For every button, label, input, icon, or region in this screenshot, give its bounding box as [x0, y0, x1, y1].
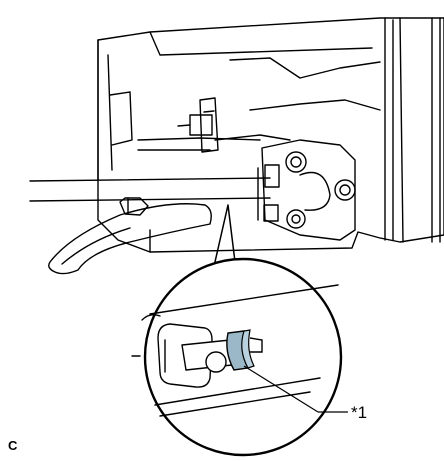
main-housing — [97, 17, 444, 253]
lever-housing — [257, 139, 356, 241]
cable-hose — [48, 203, 212, 275]
rod-clip — [119, 197, 149, 216]
callout-pointer — [211, 204, 237, 276]
control-rod — [29, 177, 271, 202]
callout-label: *1 — [351, 403, 367, 422]
end-cap — [384, 17, 441, 243]
corner-code: C — [8, 438, 18, 453]
bracket — [177, 97, 291, 153]
detail-magnifier — [131, 257, 343, 457]
leader-line — [243, 365, 348, 413]
